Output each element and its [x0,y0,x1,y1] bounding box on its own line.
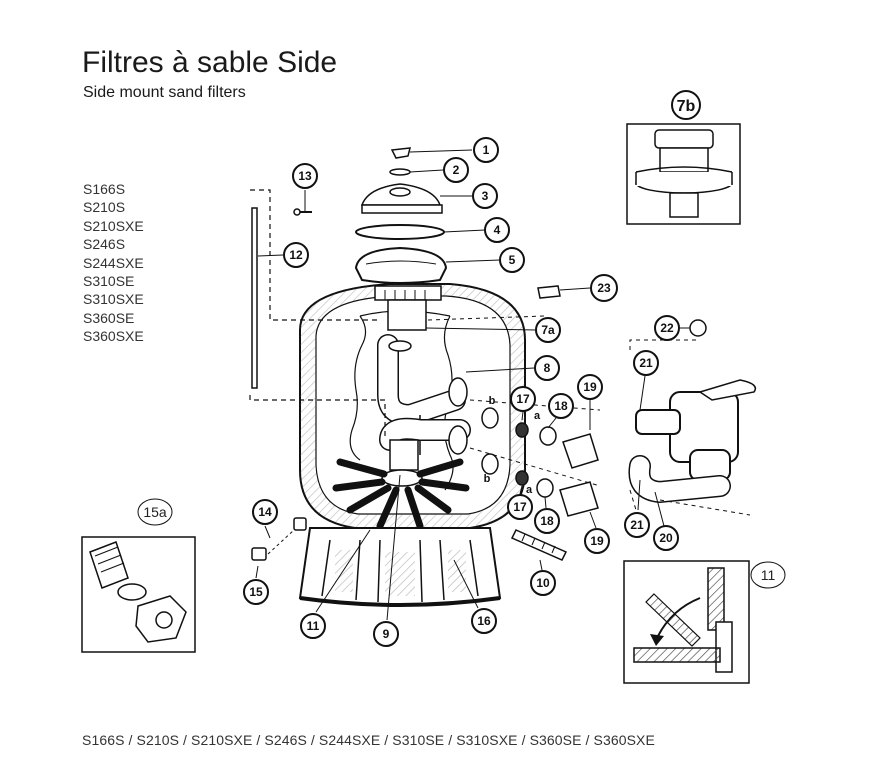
sub-letter-b-top: b [489,395,496,407]
callout-14: 14 [252,499,278,525]
svg-text:8: 8 [544,361,551,375]
callout-7b: 7b [671,90,701,120]
callout-18-bottom: 18 [534,508,560,534]
svg-text:18: 18 [540,514,554,528]
inset-15a-box [81,536,196,653]
gauge-plug [427,285,561,321]
svg-text:20: 20 [659,531,673,545]
inset-7b-box [626,123,741,225]
callout-4: 4 [484,217,510,243]
callout-17-bottom: 17 [507,494,533,520]
callout-5: 5 [499,247,525,273]
model-item: S310SE [83,273,135,290]
footer-model-list: S166S / S210S / S210SXE / S246S / S244SX… [82,732,655,748]
callout-1: 1 [473,137,499,163]
callout-22: 22 [654,315,680,341]
inset-11-box [623,560,750,684]
svg-text:11: 11 [761,567,776,583]
model-item: S244SXE [83,254,144,271]
svg-text:21: 21 [630,518,644,532]
svg-text:1: 1 [483,143,490,157]
svg-text:7a: 7a [541,323,555,337]
svg-text:19: 19 [590,534,604,548]
callout-11: 11 [300,613,326,639]
svg-text:7b: 7b [677,98,696,115]
callout-21-top: 21 [633,350,659,376]
callout-16: 16 [471,608,497,634]
callout-13: 13 [292,163,318,189]
callout-17-top: 17 [510,386,536,412]
drain-strainer [510,529,568,561]
model-item: S210S [83,199,126,216]
svg-text:4: 4 [494,223,501,237]
leader-lines [255,149,690,621]
callout-12: 12 [283,242,309,268]
callout-20: 20 [653,525,679,551]
svg-text:15: 15 [249,585,263,599]
model-item: S360SE [83,309,135,326]
drain-plug [251,517,307,561]
callout-2: 2 [443,157,469,183]
svg-text:23: 23 [597,281,611,295]
model-item: S360SXE [83,328,144,345]
svg-text:5: 5 [509,253,516,267]
union-parts-bottom [469,447,601,517]
svg-text:9: 9 [383,627,390,641]
svg-text:17: 17 [513,500,527,514]
svg-text:13: 13 [298,169,312,183]
top-cover-parts [354,147,448,284]
model-item: S310SXE [83,291,144,308]
callout-7a: 7a [535,317,561,343]
air-relief-tube [249,189,386,440]
callout-10: 10 [530,570,556,596]
callout-3: 3 [472,183,498,209]
callout-21-bottom: 21 [624,512,650,538]
svg-text:2: 2 [453,163,460,177]
callout-19-bottom: 19 [584,528,610,554]
svg-text:18: 18 [554,399,568,413]
page-subtitle: Side mount sand filters [83,84,246,101]
model-item: S246S [83,236,126,253]
sub-letter-a-top: a [534,410,541,422]
callout-11-inset: 11 [750,561,786,589]
callout-9: 9 [373,621,399,647]
svg-text:10: 10 [536,576,550,590]
svg-text:14: 14 [258,505,272,519]
svg-text:12: 12 [289,248,303,262]
svg-text:16: 16 [477,614,491,628]
svg-text:21: 21 [639,356,653,370]
sub-letter-a-bottom: a [526,484,533,496]
model-list: S166S S210S S210SXE S246S S244SXE S310SE… [83,180,144,346]
page-title: Filtres à sable Side [82,46,338,79]
tank-base [298,527,502,607]
sub-letter-b-bottom: b [484,473,491,485]
model-item: S210SXE [83,217,144,234]
callout-19-top: 19 [577,374,603,400]
svg-text:19: 19 [583,380,597,394]
model-item: S166S [83,181,126,197]
callout-23: 23 [590,274,618,302]
callout-15a: 15a [137,498,173,526]
tank-neck [374,285,442,331]
svg-text:3: 3 [482,189,489,203]
svg-text:11: 11 [307,619,320,633]
svg-text:15a: 15a [143,504,167,520]
internal-pipes [377,334,471,471]
callout-8: 8 [534,355,560,381]
lateral-collector [332,458,470,530]
union-parts-top [469,399,601,469]
svg-text:22: 22 [660,321,674,335]
svg-text:17: 17 [516,392,530,406]
multiport-valve [628,319,757,516]
callout-18-top: 18 [548,393,574,419]
callout-15: 15 [243,579,269,605]
